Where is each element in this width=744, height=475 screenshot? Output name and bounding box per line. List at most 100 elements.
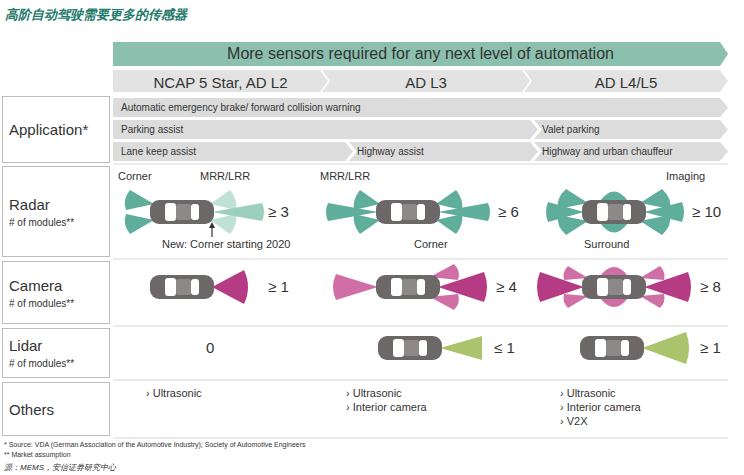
- chevron-fill: [534, 120, 728, 139]
- chevron-fill: [534, 142, 728, 161]
- node-title: Lane keep assist: [121, 146, 196, 157]
- radar-fan: [210, 190, 236, 210]
- car: [150, 275, 214, 299]
- annotation: › V2X: [560, 415, 588, 427]
- level-header: NCAP 5 Star, AD L2: [113, 70, 328, 95]
- car: [582, 200, 646, 224]
- radar-fan: [436, 190, 462, 210]
- node-title: Parking assist: [121, 124, 183, 135]
- application-bar: Automatic emergency brake/ forward colli…: [113, 98, 728, 117]
- car: [580, 336, 644, 360]
- node-title: Lidar: [9, 337, 42, 354]
- module-count: ≥ 1: [700, 339, 721, 356]
- chevron-fill: [113, 42, 728, 66]
- node-title: Highway and urban chauffeur: [542, 146, 672, 157]
- radar-fan: [125, 214, 154, 234]
- footnote: * Source: VDA (German Association of the…: [4, 441, 306, 448]
- chevron-fill: [322, 70, 530, 92]
- camera-fan: [564, 294, 589, 308]
- lidar-cones: [440, 332, 689, 364]
- annotation: Imaging: [666, 170, 705, 182]
- node-title: Camera: [9, 277, 62, 294]
- level-header: AD L3: [322, 70, 530, 95]
- node-title: Radar: [9, 196, 50, 213]
- chevron-fill: [113, 70, 328, 92]
- node-subtitle: # of modules**: [9, 217, 74, 228]
- camera-fan: [600, 298, 628, 307]
- lidar-cone: [642, 332, 689, 364]
- node-subtitle: # of modules**: [9, 358, 74, 369]
- annotation: › Interior camera: [560, 401, 641, 413]
- annotation: Corner: [118, 170, 152, 182]
- radar-fans: [125, 189, 684, 235]
- application-bar: Lane keep assist: [113, 142, 353, 161]
- module-count: 0: [206, 339, 214, 356]
- car: [150, 200, 214, 224]
- node-title: Highway assist: [357, 146, 424, 157]
- car: [582, 275, 646, 299]
- annotation: Corner: [414, 238, 448, 250]
- row-line: [113, 380, 728, 381]
- arrow-head: [209, 222, 215, 228]
- module-count: ≥ 3: [268, 203, 289, 220]
- row-line: [113, 326, 728, 327]
- module-count: ≥ 4: [496, 278, 517, 295]
- node-title: Application*: [9, 121, 88, 138]
- node-subtitle: # of modules**: [9, 298, 74, 309]
- car: [376, 200, 440, 224]
- chevron-fill: [113, 98, 728, 117]
- node-title: More sensors required for any next level…: [227, 45, 614, 63]
- row-label-box: Radar # of modules**: [2, 166, 110, 257]
- node-title: NCAP 5 Star, AD L2: [154, 74, 288, 91]
- module-count: ≥ 10: [692, 203, 721, 220]
- annotation: MRR/LRR: [320, 170, 370, 182]
- annotation: › Ultrasonic: [146, 387, 202, 399]
- radar-fan: [354, 214, 380, 234]
- level-header: AD L4/L5: [524, 70, 728, 95]
- page-title: 高阶自动驾驶需要更多的传感器: [5, 6, 187, 24]
- row-line: [113, 438, 728, 439]
- camera-fan: [600, 267, 628, 276]
- annotation: › Ultrasonic: [560, 387, 616, 399]
- row-label-box: Application*: [2, 96, 110, 163]
- application-bar: Highway assist: [349, 142, 538, 161]
- node-title: Valet parking: [542, 124, 600, 135]
- chevron-fill: [113, 142, 353, 161]
- annotation: › Interior camera: [346, 401, 427, 413]
- car: [376, 275, 440, 299]
- row-line: [113, 164, 728, 165]
- annotation: Surround: [584, 238, 629, 250]
- annotation: › Ultrasonic: [346, 387, 402, 399]
- radar-fan: [600, 192, 628, 202]
- chevron-fill: [349, 142, 538, 161]
- row-label-box: Others: [2, 382, 110, 436]
- camera-fan: [564, 266, 589, 280]
- banner: More sensors required for any next level…: [113, 42, 728, 66]
- annotation: New: Corner starting 2020: [162, 238, 290, 250]
- module-count: ≥ 8: [700, 278, 721, 295]
- footnote: ** Market assumption: [4, 451, 71, 458]
- node-title: Automatic emergency brake/ forward colli…: [121, 102, 361, 113]
- camera-fan: [333, 274, 378, 300]
- row-line: [113, 259, 728, 260]
- application-bar: Highway and urban chauffeur: [534, 142, 728, 161]
- application-bar: Valet parking: [534, 120, 728, 139]
- annotation: MRR/LRR: [200, 170, 250, 182]
- car: [378, 336, 442, 360]
- chevron-fill: [113, 120, 538, 139]
- footnote: 源：MEMS，安信证券研究中心: [4, 462, 116, 473]
- camera-fan: [640, 294, 665, 308]
- chevron-fill: [524, 70, 728, 92]
- row-lines: [113, 164, 728, 438]
- camera-fans: [212, 264, 691, 310]
- application-bar: Parking assist: [113, 120, 538, 139]
- module-count: ≤ 1: [494, 339, 515, 356]
- radar-fan: [125, 190, 154, 210]
- module-count: ≥ 6: [498, 203, 519, 220]
- row-label-box: Lidar # of modules**: [2, 328, 110, 378]
- cars: [150, 200, 646, 360]
- node-title: AD L4/L5: [595, 74, 658, 91]
- radar-fan: [212, 203, 264, 221]
- node-title: AD L3: [405, 74, 447, 91]
- camera-fan: [212, 270, 248, 304]
